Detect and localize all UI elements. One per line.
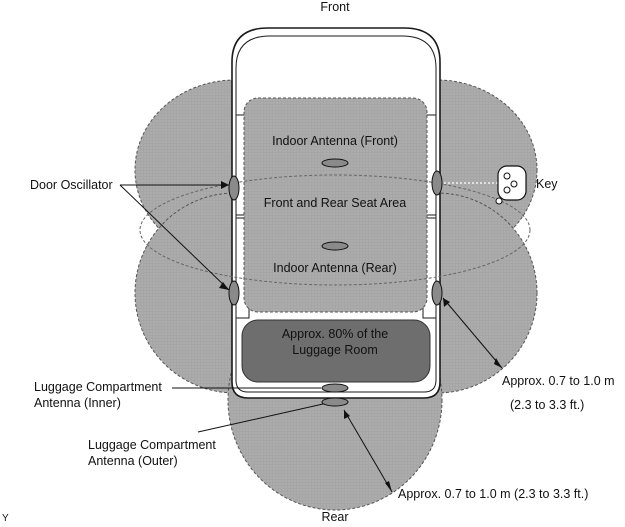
- seat-area-range-ring: [139, 174, 531, 286]
- luggage-outer-leader: [197, 403, 324, 433]
- front-rear-seat-area-label: Front and Rear Seat Area: [263, 196, 407, 210]
- luggage-room-label-line1: Approx. 80% of the: [281, 327, 389, 341]
- indoor-antenna-front-icon: [321, 158, 349, 168]
- door-oscillator-right-front-icon: [431, 170, 443, 196]
- interior-seat-area: [243, 97, 428, 313]
- luggage-antenna-outer-icon: [321, 397, 349, 407]
- indoor-antenna-rear-label: Indoor Antenna (Rear): [273, 261, 397, 275]
- door-oscillator-leader-2: [119, 184, 230, 291]
- front-label: Front: [320, 0, 350, 14]
- luggage-outer-label-line1: Luggage Compartment: [88, 438, 216, 452]
- arrow-heads: [219, 181, 502, 492]
- luggage-room-area: [241, 319, 431, 383]
- rear-range-arrow: [343, 409, 393, 493]
- key-fob-icon: [444, 165, 527, 205]
- door-oscillator-right-rear-icon: [431, 280, 443, 306]
- rear-label: Rear: [321, 510, 349, 524]
- luggage-room-label-line2: Luggage Room: [292, 343, 378, 357]
- side-range-label-line2: (2.3 to 3.3 ft.): [510, 398, 585, 412]
- key-label: Key: [536, 177, 558, 191]
- door-oscillator-label: Door Oscillator: [30, 178, 113, 192]
- vehicle-inner-outline: [235, 35, 437, 393]
- indoor-antenna-front-label: Indoor Antenna (Front): [272, 134, 398, 148]
- corner-mark: Y: [2, 513, 9, 524]
- luggage-inner-label-line2: Antenna (Inner): [34, 396, 121, 410]
- luggage-antenna-inner-icon: [321, 383, 349, 393]
- door-oscillator-left-rear-icon: [228, 280, 240, 306]
- door-oscillator-left-front-icon: [228, 175, 240, 201]
- side-range-label-line1: Approx. 0.7 to 1.0 m: [502, 374, 615, 388]
- luggage-inner-label-line1: Luggage Compartment: [34, 380, 162, 394]
- luggage-outer-label-line2: Antenna (Outer): [88, 454, 178, 468]
- antennas: [228, 158, 443, 407]
- rear-range-label: Approx. 0.7 to 1.0 m (2.3 to 3.3 ft.): [398, 487, 589, 501]
- leader-lines: [119, 184, 503, 493]
- side-range-arrow: [442, 297, 503, 369]
- indoor-antenna-rear-icon: [321, 241, 349, 251]
